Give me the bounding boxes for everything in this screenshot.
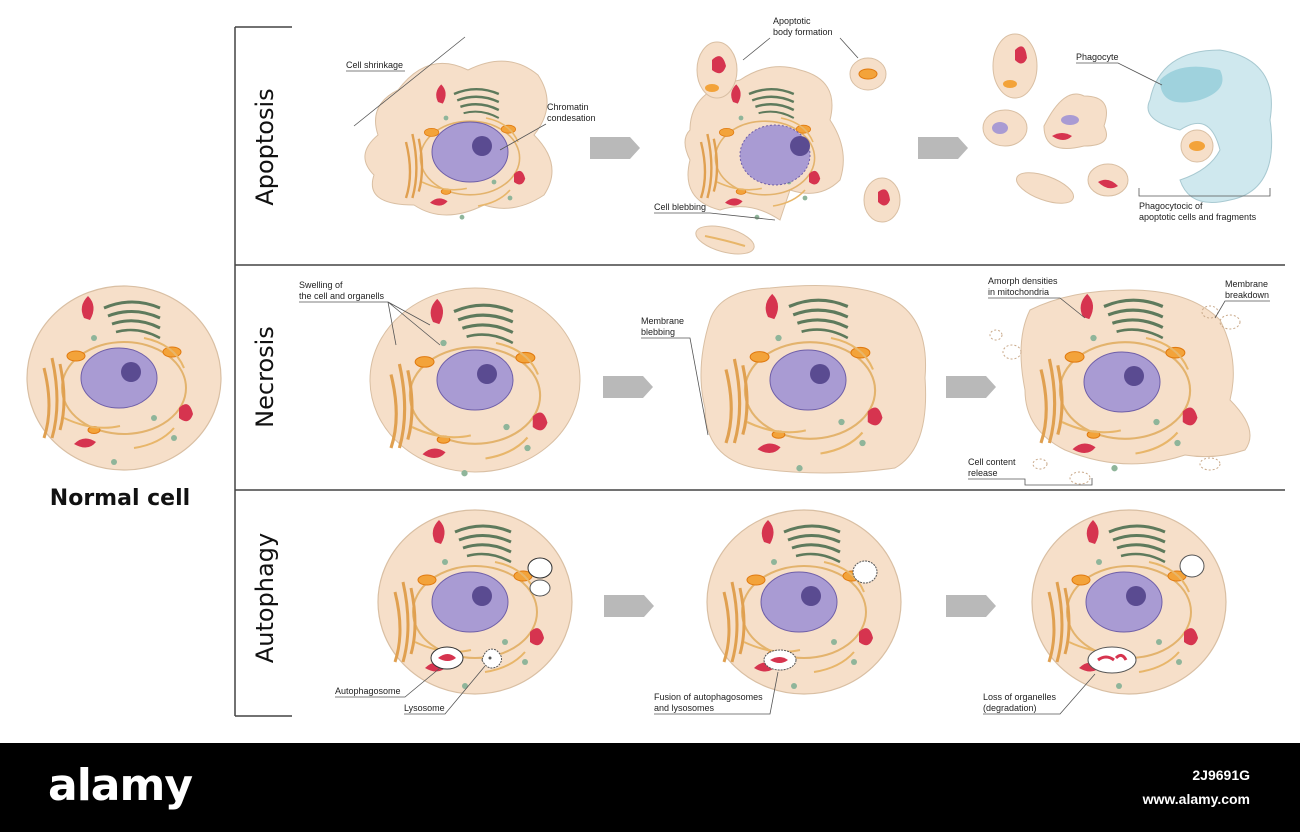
- necrosis-arrow-2: [946, 376, 996, 398]
- necrosis-stage-2: [700, 285, 927, 474]
- label-chromatin-1: Chromatin: [547, 102, 589, 112]
- label-fusion-2: and lysosomes: [654, 703, 715, 713]
- apoptosis-stage-1: [364, 60, 553, 221]
- label-lysosome: Lysosome: [404, 703, 445, 713]
- apoptosis-stage-3: [982, 33, 1273, 204]
- autophagy-stage-3: [1032, 510, 1226, 694]
- label-membrane-blebbing-1: Membrane: [641, 316, 684, 326]
- label-swelling-2: the cell and organells: [299, 291, 385, 301]
- label-apoptotic-2: body formation: [773, 27, 833, 37]
- autophagy-title: Autophagy: [251, 533, 279, 663]
- autophagy-stage-1: [378, 510, 572, 694]
- label-phagocytosis-1: Phagocytocic of: [1139, 201, 1203, 211]
- section-frame: [234, 26, 1285, 717]
- label-content-release-2: release: [968, 468, 998, 478]
- label-cell-blebbing: Cell blebbing: [654, 202, 706, 212]
- apoptosis-arrow-2: [918, 137, 968, 159]
- normal-cell-title: Normal cell: [50, 486, 190, 511]
- label-swelling-1: Swelling of: [299, 280, 343, 290]
- apoptotic-body: [849, 57, 887, 91]
- apoptotic-body: [695, 225, 755, 255]
- lysosome: [481, 648, 502, 669]
- image-id: 2J9691G: [1192, 767, 1250, 783]
- label-membrane-breakdown-2: breakdown: [1225, 290, 1269, 300]
- alamy-logo: alamy: [48, 760, 192, 811]
- phagocyte-cell: [1147, 49, 1273, 203]
- autophagosome: [430, 646, 464, 670]
- label-membrane-breakdown-1: Membrane: [1225, 279, 1268, 289]
- necrosis-arrow-1: [603, 376, 653, 398]
- apoptosis-stage-2: [684, 41, 901, 255]
- autophagy-stage-2: [707, 510, 901, 694]
- label-apoptotic-1: Apoptotic: [773, 16, 811, 26]
- label-fusion-1: Fusion of autophagosomes: [654, 692, 763, 702]
- autophagy-arrow-1: [604, 595, 654, 617]
- label-phagocyte: Phagocyte: [1076, 52, 1119, 62]
- label-amorph-1: Amorph densities: [988, 276, 1058, 286]
- necrosis-stage-1: [369, 287, 581, 478]
- apoptotic-body: [696, 41, 738, 99]
- label-membrane-blebbing-2: blebbing: [641, 327, 675, 337]
- label-cell-shrinkage: Cell shrinkage: [346, 60, 403, 70]
- apoptosis-arrow-1: [590, 137, 640, 159]
- label-loss-2: (degradation): [983, 703, 1037, 713]
- autophagy-arrow-2: [946, 595, 996, 617]
- label-amorph-2: in mitochondria: [988, 287, 1049, 297]
- label-loss-1: Loss of organelles: [983, 692, 1057, 702]
- apoptotic-body: [863, 177, 901, 223]
- label-content-release-1: Cell content: [968, 457, 1016, 467]
- label-autophagosome: Autophagosome: [335, 686, 401, 696]
- normal-cell-illustration: [27, 286, 221, 470]
- label-chromatin-2: condesation: [547, 113, 596, 123]
- apoptosis-title: Apoptosis: [251, 88, 279, 205]
- alamy-url: www.alamy.com: [1142, 791, 1250, 807]
- necrosis-title: Necrosis: [251, 326, 279, 428]
- necrosis-stage-3: [989, 289, 1251, 485]
- label-phagocytosis-2: apoptotic cells and fragments: [1139, 212, 1257, 222]
- footer-bar: alamy 2J9691G www.alamy.com: [0, 743, 1300, 832]
